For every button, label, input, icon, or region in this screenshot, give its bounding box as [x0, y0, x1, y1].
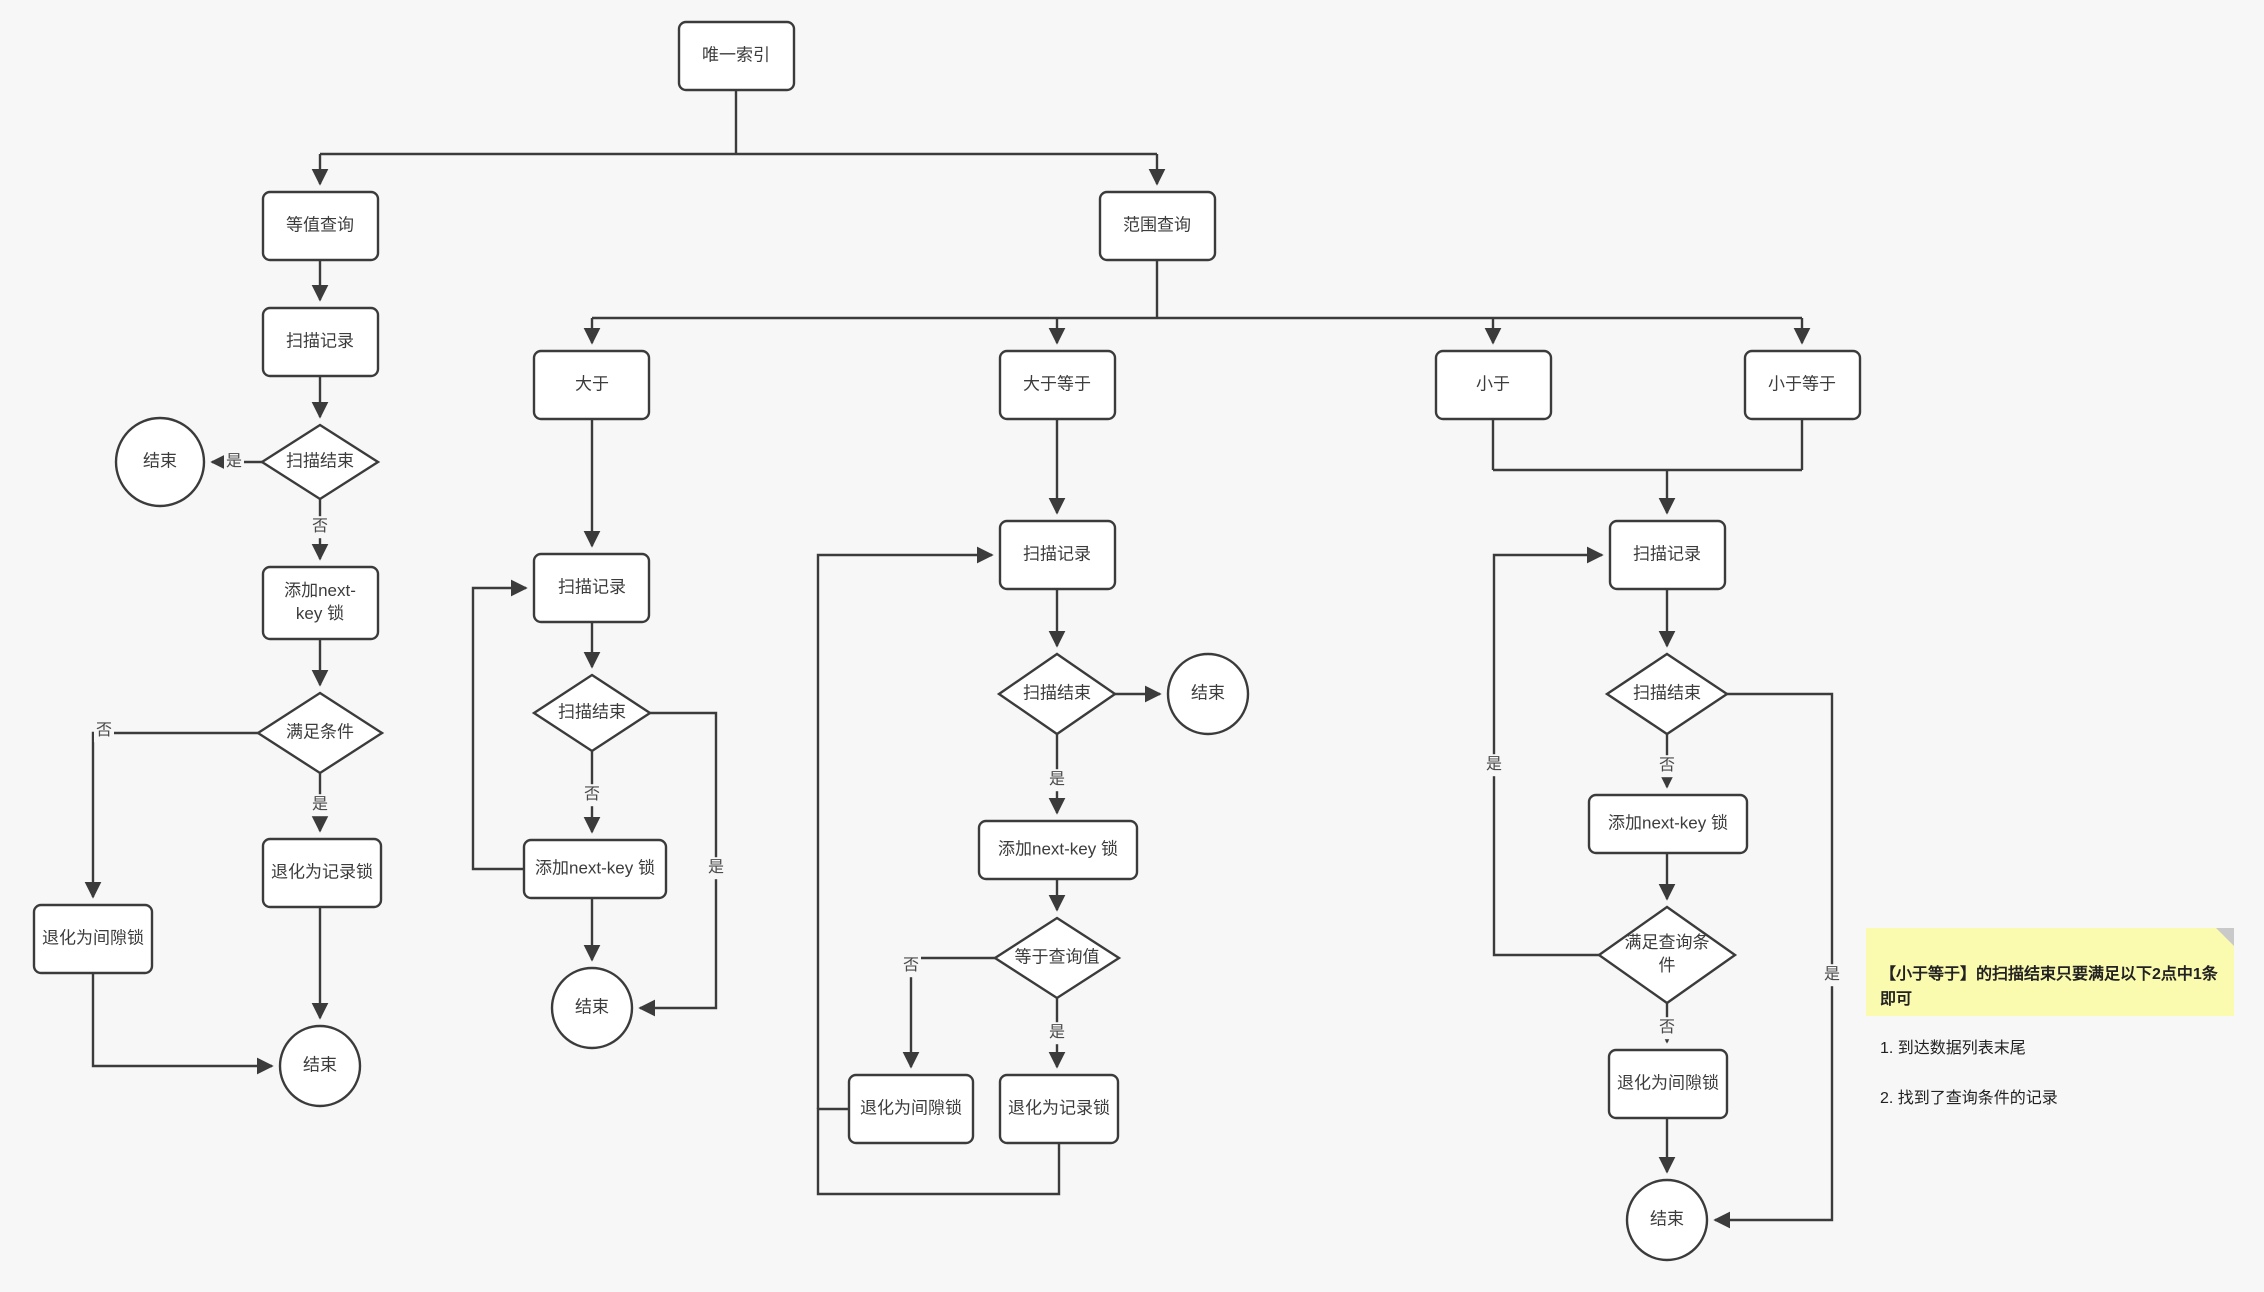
node-gte-scan-end[interactable] [996, 652, 1118, 736]
node-eq-add-lock[interactable] [261, 565, 380, 641]
node-gte-add-lock[interactable] [977, 819, 1139, 881]
edges [84, 90, 1834, 1229]
node-eq-gap-lock[interactable] [32, 903, 154, 975]
sticky-note-line-1: 【小于等于】的扫描结束只要满足以下2点中1条即可 [1880, 965, 2218, 1008]
node-lt-scan[interactable] [1608, 519, 1727, 591]
node-gte-scan[interactable] [998, 519, 1117, 591]
node-lt-scan-end[interactable] [1604, 652, 1730, 736]
node-lt-end[interactable] [1625, 1178, 1709, 1262]
node-eq-record-lock[interactable] [261, 837, 383, 909]
node-lt-gap-lock[interactable] [1607, 1048, 1729, 1120]
node-eq-scan-end[interactable] [259, 423, 381, 501]
node-lt[interactable] [1434, 349, 1553, 421]
node-gte-eq-value[interactable] [992, 916, 1122, 1000]
node-gte-end-yes[interactable] [1166, 652, 1250, 736]
node-lt-match[interactable] [1596, 905, 1738, 1005]
sticky-note-fold-icon [2216, 928, 2234, 946]
node-eq-end[interactable] [278, 1024, 362, 1108]
node-gte-gap-lock[interactable] [847, 1073, 975, 1145]
node-gt-scan[interactable] [532, 552, 651, 624]
sticky-note[interactable]: 【小于等于】的扫描结束只要满足以下2点中1条即可 1. 到达数据列表末尾 2. … [1866, 928, 2234, 1107]
node-eq-query[interactable] [261, 190, 380, 262]
node-root[interactable] [677, 20, 796, 92]
node-gt-end[interactable] [550, 966, 634, 1050]
node-eq-match[interactable] [255, 691, 385, 775]
sticky-note-line-2: 1. 到达数据列表末尾 [1880, 1040, 2026, 1058]
node-gte[interactable] [998, 349, 1117, 421]
node-gt-add-lock[interactable] [522, 838, 668, 900]
node-range-query[interactable] [1098, 190, 1217, 262]
node-lt-add-lock[interactable] [1587, 793, 1749, 855]
sticky-note-line-3: 2. 找到了查询条件的记录 [1880, 1089, 2058, 1107]
node-eq-end-yes[interactable] [114, 416, 206, 508]
node-eq-scan[interactable] [261, 306, 380, 378]
node-gte-record-lock[interactable] [998, 1073, 1120, 1145]
node-lte[interactable] [1743, 349, 1862, 421]
node-gt[interactable] [532, 349, 651, 421]
node-gt-scan-end[interactable] [531, 673, 653, 753]
